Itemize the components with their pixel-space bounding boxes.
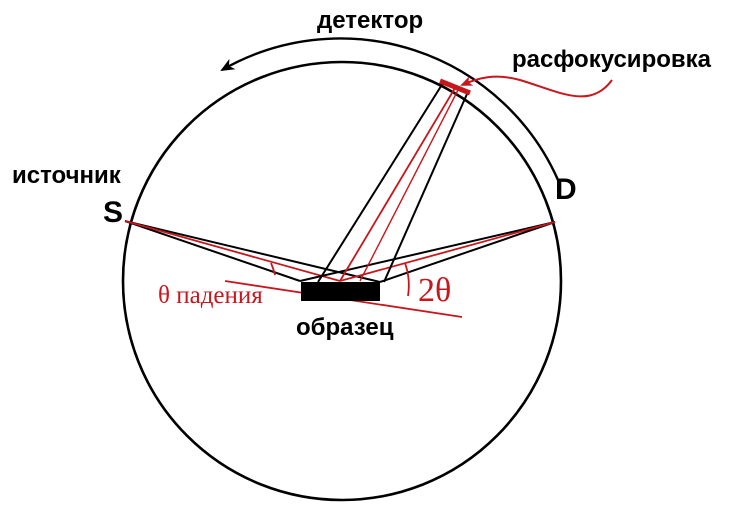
incidence-angle-label: θ падения [158,282,263,309]
incident-ray-upper [124,220,301,282]
defocus-leader-arrow [460,75,613,98]
defocus-ray-right [383,93,468,283]
sample-block [301,282,380,301]
source-label: источник [12,162,122,189]
source-letter-s: S [103,196,123,229]
reflected-ray-d-upper [299,221,556,282]
reflected-ray-d-lower [379,221,556,283]
defocus-ray-central [339,87,456,282]
focusing-circle [121,60,563,502]
incident-ray-central [124,220,341,282]
incidence-angle-arc [270,262,276,276]
detector-rotation-arrow [220,37,560,181]
defocus-marker-bar [439,78,471,96]
defocus-label: расфокусировка [512,46,712,73]
reflected-ray-d-central [339,221,556,282]
two-theta-angle-arc [404,262,410,297]
two-theta-label: 2θ [418,272,451,309]
detector-label: детектор [317,7,423,34]
detector-letter-d: D [555,173,577,206]
sample-label: образец [296,314,394,341]
defocus-ray-left [317,82,444,283]
defocus-ray-inner [359,89,459,282]
incident-ray-lower [124,220,381,283]
